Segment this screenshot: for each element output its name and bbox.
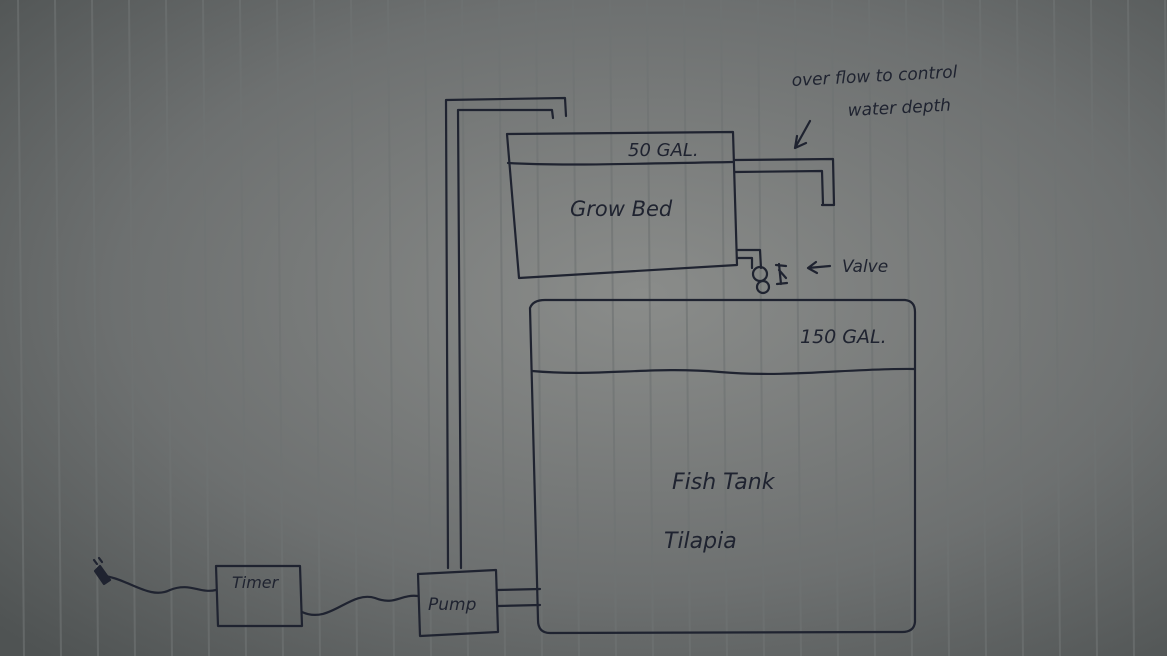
ruled-line <box>128 0 136 656</box>
ruled-line <box>905 0 913 656</box>
ruled-line <box>683 0 691 656</box>
ruled-line <box>91 0 99 656</box>
grow-bed-container <box>505 130 739 280</box>
ruled-line <box>609 0 617 656</box>
pump-label: Pump <box>428 595 477 615</box>
ruled-line <box>387 0 395 656</box>
valve-arrow-icon <box>806 260 832 275</box>
riser-pipe <box>444 96 568 570</box>
timer-pump-cable <box>300 594 420 616</box>
pump-tank-pipe <box>495 587 542 608</box>
grow-bed-volume-label: 50 GAL. <box>628 140 699 161</box>
ruled-lines <box>17 0 1167 656</box>
ruled-line <box>239 0 247 656</box>
ruled-line <box>54 0 62 656</box>
valve-label: Valve <box>842 257 888 277</box>
ruled-line <box>1090 0 1098 656</box>
overflow-pipe <box>733 157 836 207</box>
ruled-line <box>757 0 765 656</box>
fish-tank-label: Fish Tank <box>672 470 776 495</box>
drain-pipe <box>736 248 763 270</box>
timer-box <box>214 564 304 628</box>
grow-bed-label: Grow Bed <box>570 197 673 221</box>
ruled-line <box>165 0 173 656</box>
fish-tank-volume-label: 150 GAL. <box>800 326 887 348</box>
ruled-line <box>868 0 876 656</box>
ruled-line <box>313 0 321 656</box>
fish-species-label: Tilapia <box>664 529 737 554</box>
plug-icon <box>92 556 112 586</box>
ruled-line <box>942 0 950 656</box>
overflow-arrow-icon <box>793 119 812 150</box>
power-cord <box>103 574 218 594</box>
ruled-line <box>794 0 802 656</box>
timer-label: Timer <box>232 573 280 592</box>
ruled-line <box>1016 0 1024 656</box>
ruled-line <box>720 0 728 656</box>
ruled-line <box>202 0 210 656</box>
ruled-line <box>979 0 987 656</box>
ruled-line <box>1053 0 1061 656</box>
fish-tank-container <box>528 298 917 635</box>
ruled-line <box>1164 0 1167 329</box>
fish-tank-water-line <box>530 367 916 376</box>
ruled-line <box>350 0 358 656</box>
valve-icon <box>751 262 789 295</box>
ruled-line <box>646 0 654 656</box>
ruled-line <box>572 0 580 656</box>
ruled-line <box>831 0 839 656</box>
ruled-line <box>17 0 25 656</box>
ruled-line <box>276 0 284 656</box>
grow-bed-water-line <box>506 160 735 166</box>
ruled-line <box>424 0 432 656</box>
ruled-line <box>1127 0 1135 656</box>
pump-box <box>416 568 500 638</box>
